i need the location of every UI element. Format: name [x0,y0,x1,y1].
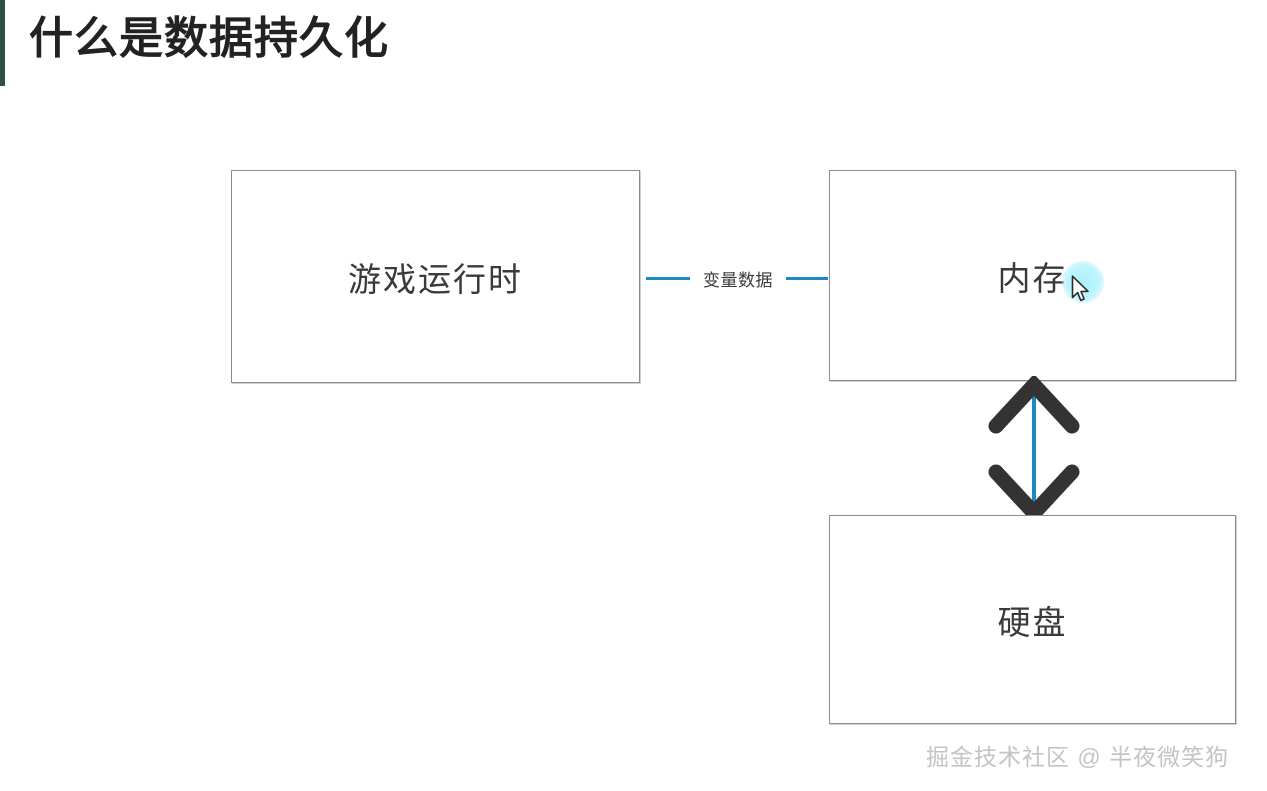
diagram-node-memory-label: 内存 [997,259,1068,297]
page-title: 什么是数据持久化 [29,14,389,63]
connector-line-left [646,277,690,280]
diagram-node-runtime-label: 游戏运行时 [348,260,523,298]
title-accent-bar [0,0,5,86]
connector-line-right [786,277,828,280]
watermark-text: 掘金技术社区 @ 半夜微笑狗 [926,744,1230,770]
mouse-pointer-icon [1071,275,1089,302]
diagram-node-memory[interactable]: 内存 [829,170,1236,381]
diagram-node-disk-label: 硬盘 [997,603,1068,641]
diagram-node-runtime[interactable]: 游戏运行时 [231,170,640,383]
connector-label-variable-data: 变量数据 [703,271,773,290]
diagram-node-disk[interactable]: 硬盘 [829,515,1236,724]
connector-double-arrow-memory-disk [988,376,1080,522]
